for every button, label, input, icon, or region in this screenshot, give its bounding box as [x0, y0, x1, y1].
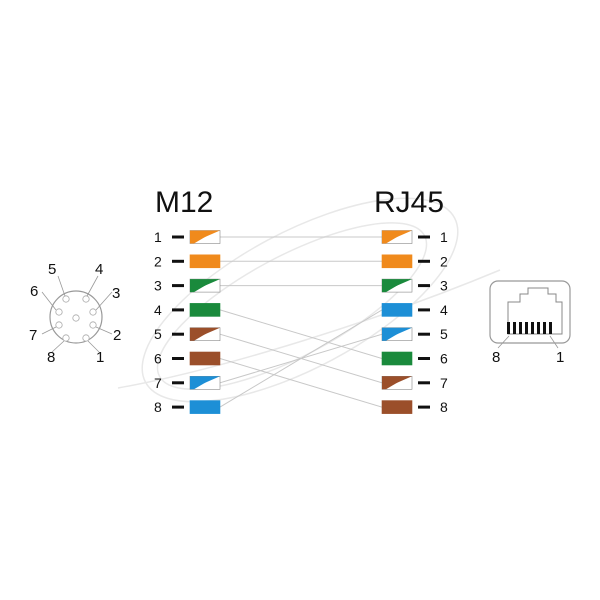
m12-wire-swatch	[189, 303, 221, 317]
m12-pin-dash	[172, 405, 184, 409]
m12-wire-swatch	[189, 230, 221, 244]
rj45-pin-label: 2	[440, 253, 448, 269]
rj45-pin-1: 1	[556, 349, 564, 366]
rj45-wire-swatch	[381, 230, 413, 244]
rj45-pin-dash	[418, 332, 430, 336]
rj45-wire-swatch	[381, 351, 413, 366]
m12-pin-label: 3	[154, 278, 162, 294]
rj45-pin-label: 8	[440, 399, 448, 415]
rj45-pin-label: 5	[440, 326, 448, 342]
rj45-pin-dash	[418, 284, 430, 288]
rj45-pin-8: 8	[492, 349, 500, 366]
m12-wire-swatch	[189, 327, 221, 342]
m12-pin-3: 3	[112, 285, 120, 302]
m12-pin-4: 4	[95, 261, 103, 278]
m12-wire-swatch	[189, 254, 221, 269]
rj45-pin-dash	[418, 308, 430, 312]
m12-pin-8: 8	[47, 349, 55, 366]
m12-connector-face: 5 4 6 3 7 2 8 1	[29, 261, 121, 366]
m12-pin-label: 4	[154, 302, 162, 318]
rj45-title: RJ45	[374, 186, 444, 219]
rj45-pin-label: 6	[440, 351, 448, 367]
m12-pin-dash	[172, 381, 184, 385]
m12-pin-dash	[172, 332, 184, 336]
rj45-wire-swatch	[381, 327, 413, 342]
m12-wire-swatch	[189, 278, 221, 293]
rj45-pin-label: 4	[440, 302, 448, 318]
rj45-pin-dash	[418, 381, 430, 385]
rj45-wire-list: 1 2 3 4 5 6 7 8	[381, 229, 448, 415]
m12-pin-5: 5	[48, 261, 56, 278]
rj45-pin-dash	[418, 357, 430, 360]
m12-pin-label: 2	[154, 253, 162, 269]
m12-pin-dash	[172, 357, 184, 360]
rj45-jack-face: 8 1	[489, 280, 571, 366]
connection-line	[219, 309, 383, 359]
rj45-wire-swatch	[381, 254, 413, 269]
rj45-pin-dash	[418, 235, 430, 239]
rj45-pin-label: 7	[440, 375, 448, 391]
m12-pin-7: 7	[29, 327, 37, 344]
m12-title: M12	[155, 186, 213, 219]
rj45-pin-dash	[418, 259, 430, 263]
m12-pin-dash	[172, 308, 184, 312]
m12-pin-label: 5	[154, 326, 162, 342]
m12-pin-dash	[172, 284, 184, 288]
m12-pin-1: 1	[96, 349, 104, 366]
rj45-wire-swatch	[381, 400, 413, 414]
m12-pin-2: 2	[113, 327, 121, 344]
rj45-pin-dash	[418, 405, 430, 409]
m12-wire-swatch	[189, 375, 221, 390]
m12-pin-dash	[172, 259, 184, 263]
connection-line	[219, 358, 383, 408]
m12-pin-label: 1	[154, 229, 162, 245]
connection-line	[219, 309, 383, 408]
rj45-pin-label: 3	[440, 278, 448, 294]
m12-pin-label: 7	[154, 375, 162, 391]
m12-pin-6: 6	[30, 283, 38, 300]
rj45-wire-swatch	[381, 303, 413, 317]
rj45-wire-swatch	[381, 278, 413, 293]
connection-lines	[219, 236, 383, 408]
m12-wire-swatch	[189, 351, 221, 366]
m12-wire-swatch	[189, 400, 221, 414]
m12-pin-label: 6	[154, 351, 162, 367]
m12-pin-dash	[172, 235, 184, 239]
rj45-wire-swatch	[381, 375, 413, 390]
m12-pin-label: 8	[154, 399, 162, 415]
m12-wire-list: 1 2 3 4 5 6 7 8	[154, 229, 221, 415]
rj45-pin-label: 1	[440, 229, 448, 245]
